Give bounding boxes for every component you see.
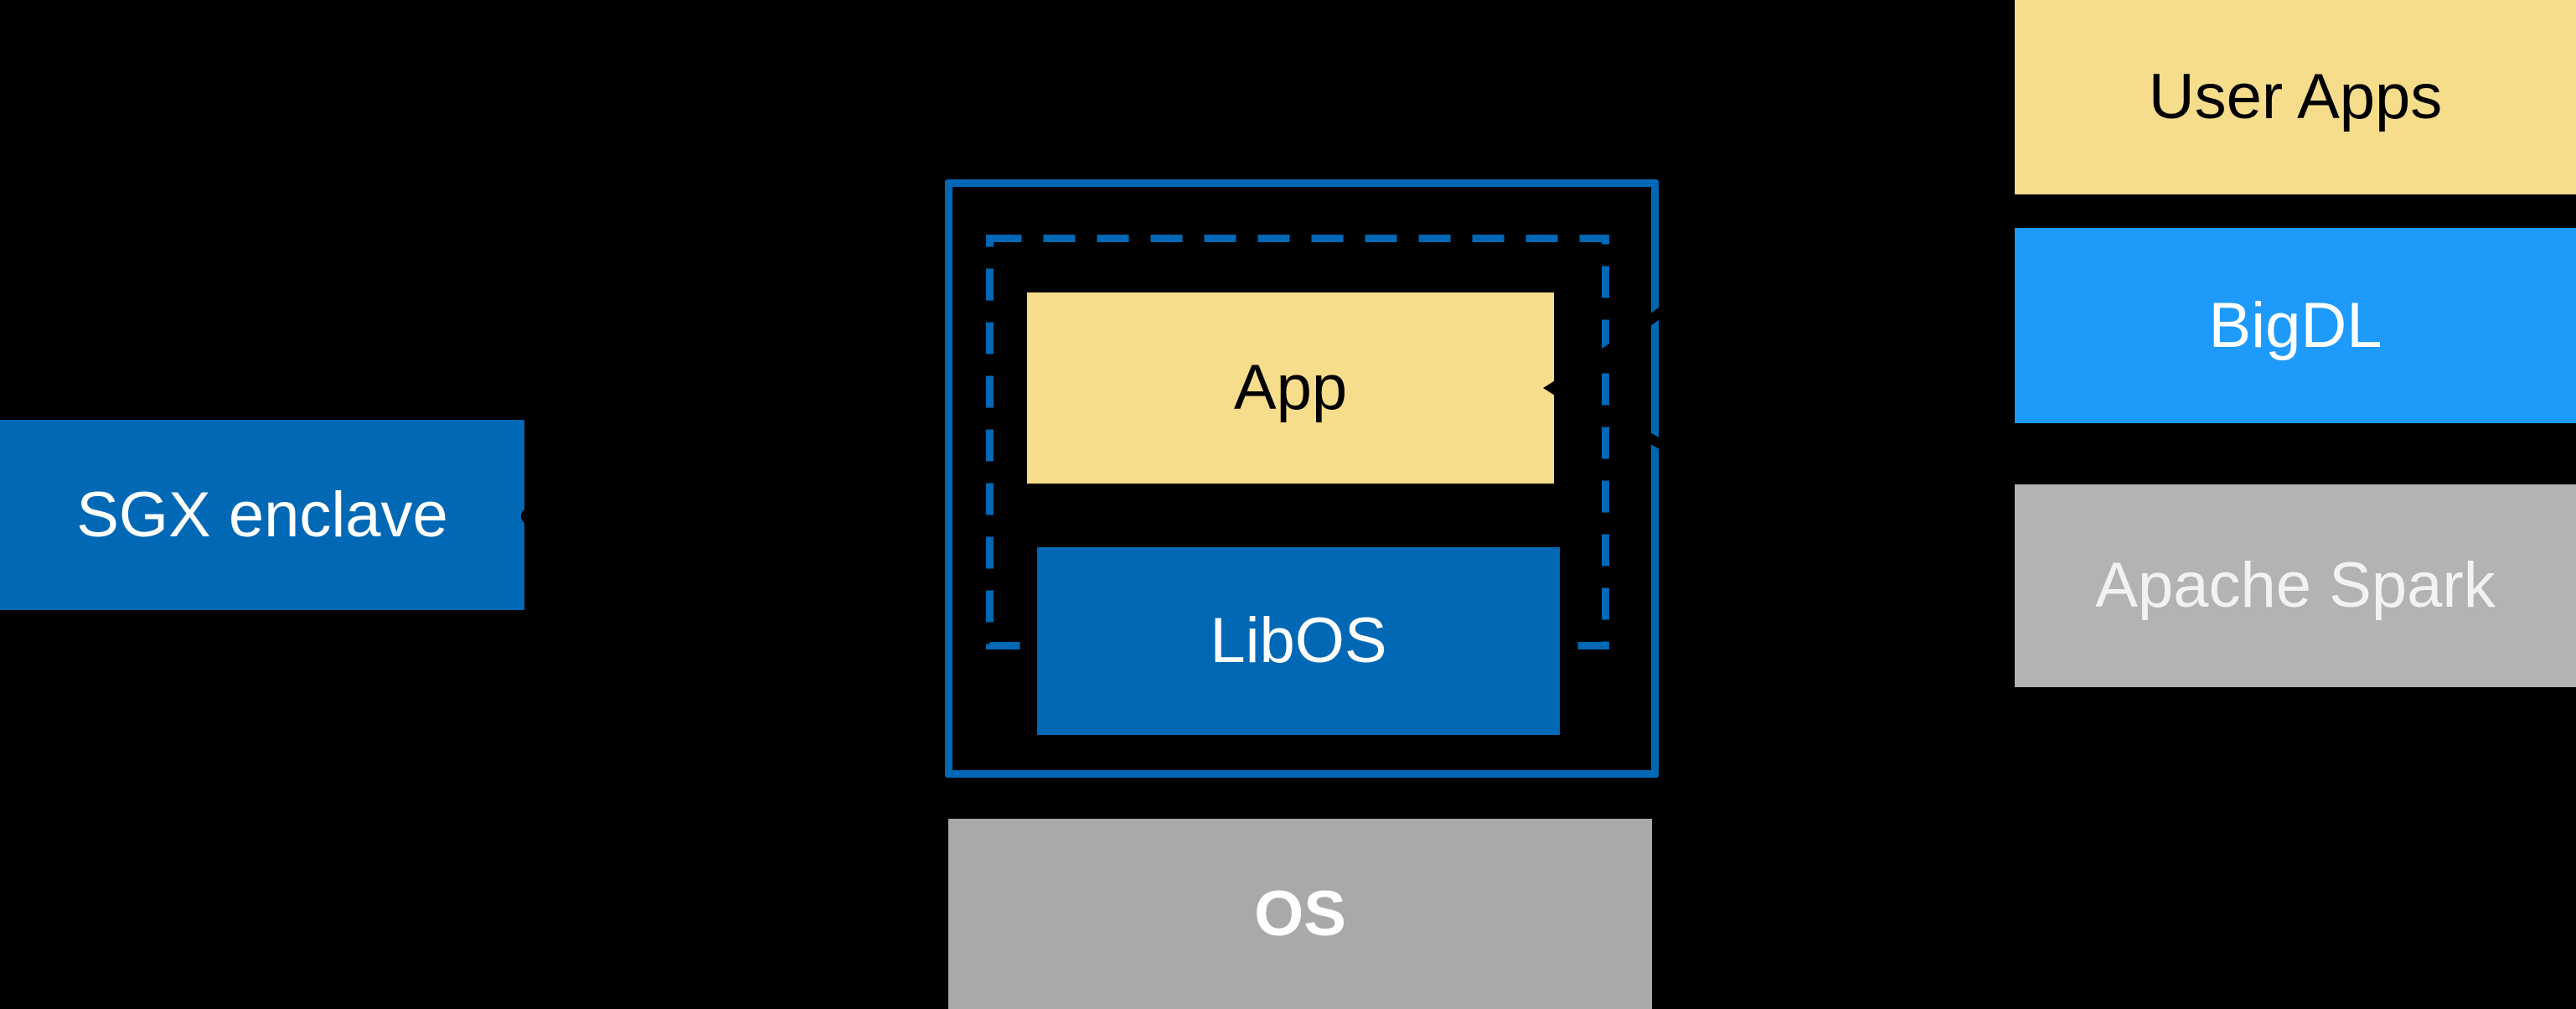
sgx-enclave-label: SGX enclave [76, 479, 448, 551]
bigdl-label: BigDL [2208, 289, 2382, 361]
user-apps-label: User Apps [2148, 61, 2443, 132]
user-apps-box: User Apps [2015, 0, 2576, 194]
libos-box: LibOS [1037, 547, 1560, 735]
os-label: OS [1254, 877, 1346, 949]
apache-spark-label: Apache Spark [2095, 550, 2496, 621]
sgx-enclave-box: SGX enclave [0, 420, 524, 610]
app-label: App [1233, 352, 1348, 423]
libos-label: LibOS [1210, 605, 1387, 676]
os-box: OS [948, 819, 1652, 1009]
apache-spark-box: Apache Spark [2015, 484, 2576, 687]
bigdl-box: BigDL [2015, 228, 2576, 423]
app-box: App [1027, 292, 1554, 484]
